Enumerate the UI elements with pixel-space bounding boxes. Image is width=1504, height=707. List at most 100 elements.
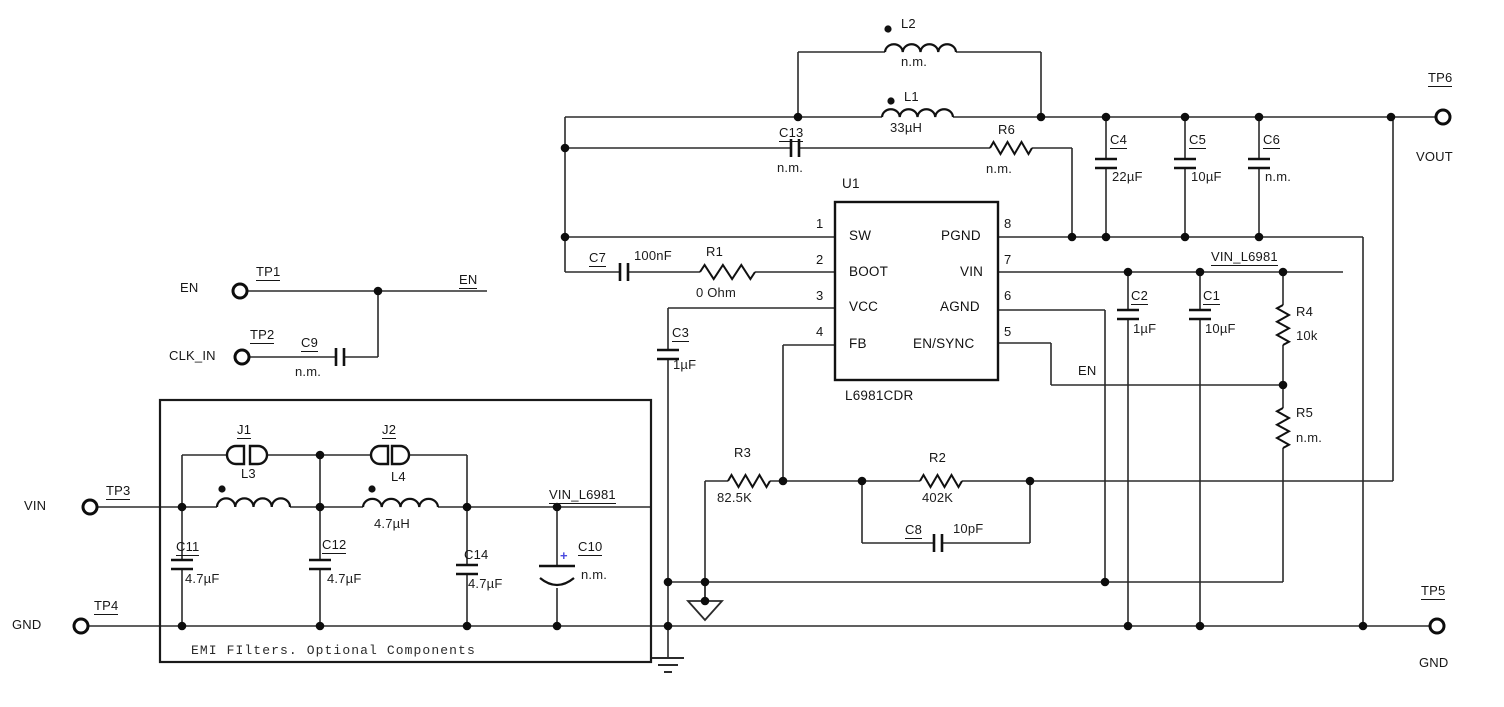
ic-pin-6-number: 6 <box>1004 288 1012 303</box>
capacitor-C1 <box>1189 308 1211 321</box>
inductor-L4 <box>361 497 440 508</box>
testpoint-circles <box>72 108 1452 635</box>
wire-out-caps <box>1105 117 1260 237</box>
earth-ground-symbol <box>652 657 684 673</box>
l4-ref: L4 <box>391 469 406 484</box>
c10-polarity-mark: + <box>560 548 568 563</box>
ic-body <box>833 200 1000 382</box>
port-vin-label: VIN <box>24 498 47 513</box>
jumper-J1 <box>225 444 269 466</box>
net-vin-l6981-emi-label: VIN_L6981 <box>549 487 616 504</box>
inductor-L1 <box>880 108 955 118</box>
resistor-R3 <box>727 473 771 489</box>
c6-ref: C6 <box>1263 132 1281 149</box>
c1-value: 10µF <box>1205 321 1236 336</box>
c4-value: 22µF <box>1112 169 1143 184</box>
l3-ref: L3 <box>241 466 256 481</box>
ic-pin-vcc-label: VCC <box>849 299 879 314</box>
ic-part-number: L6981CDR <box>845 388 914 403</box>
wire-vcc-c3 <box>667 307 835 658</box>
l1-ref: L1 <box>904 89 919 104</box>
capacitor-C8 <box>932 534 944 552</box>
resistor-R6 <box>989 140 1033 156</box>
r5-ref: R5 <box>1296 405 1314 420</box>
capacitor-C2 <box>1117 308 1139 321</box>
c14-ref: C14 <box>464 547 489 562</box>
capacitor-C14 <box>456 563 478 576</box>
port-vout-label: VOUT <box>1416 149 1453 164</box>
capacitor-C4 <box>1095 157 1117 170</box>
c9-ref: C9 <box>301 335 319 352</box>
ic-pin-4-number: 4 <box>816 324 824 339</box>
c10-value: n.m. <box>581 567 608 582</box>
inductor-L3 <box>215 497 292 508</box>
ic-pin-fb-label: FB <box>849 336 867 351</box>
capacitor-C10 <box>539 564 575 587</box>
wire-fb <box>782 344 835 481</box>
inductor-L2 <box>883 43 958 53</box>
emi-filter-box <box>158 398 653 664</box>
ic-pin-8-number: 8 <box>1004 216 1012 231</box>
c12-ref: C12 <box>322 537 347 554</box>
ic-pin-sw-label: SW <box>849 228 872 243</box>
testpoint-tp1-circle <box>231 282 249 300</box>
r6-value: n.m. <box>986 161 1013 176</box>
wire-en <box>247 290 487 358</box>
jumper-J2 <box>369 444 411 466</box>
capacitor-C13 <box>789 139 801 157</box>
j1-ref: J1 <box>237 422 252 439</box>
wire-ensync <box>998 342 1283 386</box>
c14-value: 4.7µF <box>468 576 503 591</box>
testpoint-tp6-circle <box>1434 108 1452 126</box>
testpoint-tp3-circle <box>81 498 99 516</box>
testpoint-tp5-circle <box>1428 617 1446 635</box>
c2-ref: C2 <box>1131 288 1149 305</box>
wire-l2-loop <box>797 51 1042 117</box>
wire-in-caps <box>1127 272 1201 626</box>
testpoint-tp2-circle <box>233 348 251 366</box>
c10-ref: C10 <box>578 539 603 556</box>
c3-ref: C3 <box>672 325 690 342</box>
emi-box-caption: EMI FIlters. Optional Components <box>191 643 476 658</box>
c11-ref: C11 <box>176 539 200 556</box>
capacitor-C12 <box>309 558 331 571</box>
port-gnd-out-label: GND <box>1419 655 1449 670</box>
c5-ref: C5 <box>1189 132 1207 149</box>
wire-agnd <box>998 309 1106 582</box>
resistor-R2 <box>919 473 963 489</box>
r3-value: 82.5K <box>717 490 752 505</box>
net-vin-l6981-right-label: VIN_L6981 <box>1211 249 1278 266</box>
resistor-R1 <box>699 263 756 281</box>
junction-dots <box>177 112 1396 631</box>
c8-value: 10pF <box>953 521 984 536</box>
ic-pin-agnd-label: AGND <box>940 299 980 314</box>
capacitor-C3 <box>657 348 679 361</box>
c1-ref: C1 <box>1203 288 1221 305</box>
inductors <box>215 25 958 508</box>
port-gnd-label: GND <box>12 617 42 632</box>
c13-value: n.m. <box>777 160 804 175</box>
c8-ref: C8 <box>905 522 923 539</box>
capacitor-C7 <box>618 263 630 281</box>
c3-value: 1µF <box>673 357 697 372</box>
testpoint-tp6-label: TP6 <box>1428 70 1453 87</box>
wire-emi-caps <box>181 455 558 626</box>
r5-value: n.m. <box>1296 430 1323 445</box>
port-clkin-label: CLK_IN <box>169 348 216 363</box>
c11-value: 4.7µF <box>185 571 220 586</box>
wire-pgnd <box>998 236 1364 626</box>
ic-pin-pgnd-label: PGND <box>941 228 981 243</box>
ic-pin-2-number: 2 <box>816 252 824 267</box>
wire-sw <box>564 116 1436 272</box>
capacitor-C9 <box>334 348 346 366</box>
resistor-R4 <box>1274 304 1292 346</box>
inductor-phase-dots <box>218 25 895 493</box>
l2-value: n.m. <box>901 54 928 69</box>
capacitors <box>171 139 1270 587</box>
c2-value: 1µF <box>1133 321 1157 336</box>
ic-pin-1-number: 1 <box>816 216 824 231</box>
wire-r4-r5 <box>668 272 1284 583</box>
capacitor-C5 <box>1174 157 1196 170</box>
